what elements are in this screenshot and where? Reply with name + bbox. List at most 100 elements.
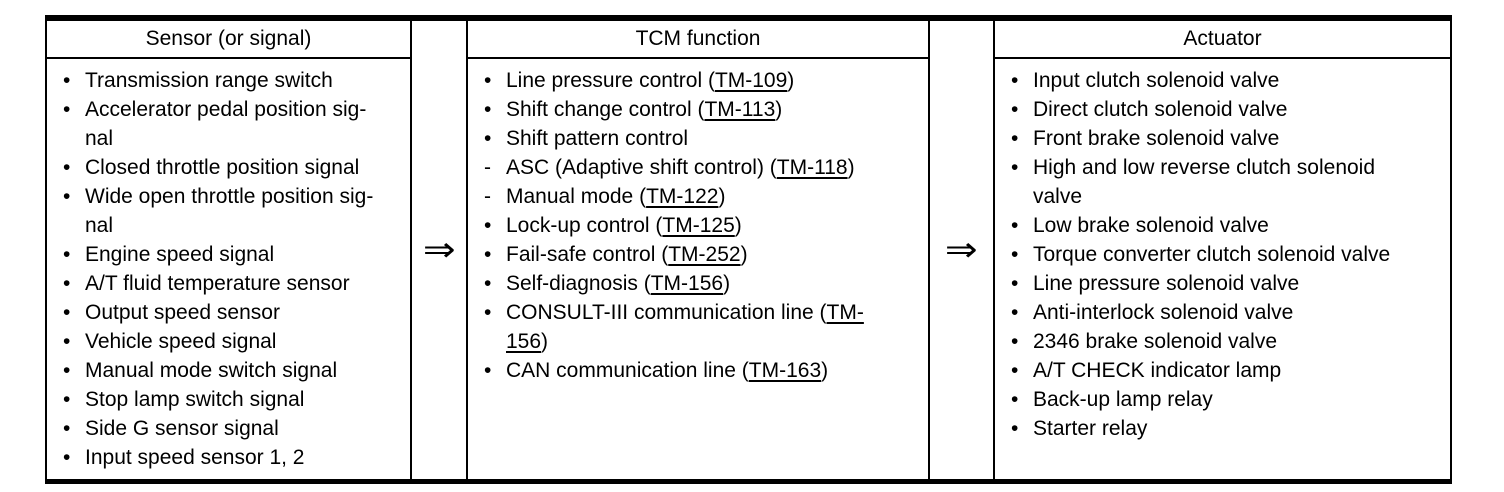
list-item: •Front brake solenoid valve: [1011, 124, 1446, 153]
list-item: •Fail-safe control (TM-252): [484, 240, 924, 269]
list-item: •Manual mode switch signal: [63, 356, 406, 385]
item-text: ASC (Adaptive shift control) (TM-118): [506, 153, 924, 182]
bullet-icon: •: [1011, 243, 1019, 266]
actuator-column-header: Actuator: [995, 21, 1450, 59]
bullet-icon: •: [1011, 98, 1019, 121]
list-item: • A/T CHECK indicator lamp: [1011, 356, 1446, 385]
list-item: •Line pressure control (TM-109): [484, 66, 924, 95]
item-text: A/T fluid temperature sensor: [85, 269, 406, 298]
item-text: 2346 brake solenoid valve: [1033, 327, 1446, 356]
item-text: High and low reverse clutch solenoid val…: [1033, 153, 1446, 211]
flow-arrow-cell-1: ⇒: [412, 21, 466, 479]
item-text: Wide open throttle position sig- nal: [85, 182, 406, 240]
item-text: Output speed sensor: [85, 298, 406, 327]
tm-page-link[interactable]: TM-113: [704, 98, 776, 121]
text-segment: Lock-up control (: [506, 214, 663, 237]
text-segment: Front brake solenoid valve: [1033, 127, 1280, 150]
text-segment: Low brake solenoid valve: [1033, 214, 1269, 237]
text-segment: Fail-safe control (: [506, 243, 669, 266]
text-segment: Line pressure control (: [506, 69, 715, 92]
item-text: Fail-safe control (TM-252): [506, 240, 924, 269]
text-segment: ): [723, 272, 731, 295]
list-item: • CAN communication line (TM-163): [484, 356, 924, 385]
bullet-icon: •: [484, 359, 492, 382]
flow-arrow-cell-2: ⇒: [930, 21, 993, 479]
list-item: •Self-diagnosis (TM-156): [484, 269, 924, 298]
text-segment: Direct clutch solenoid valve: [1033, 98, 1288, 121]
tm-page-link[interactable]: TM-163: [748, 359, 822, 382]
bullet-icon: •: [1011, 359, 1019, 382]
list-item: •Side G sensor signal: [63, 414, 406, 443]
item-text: Direct clutch solenoid valve: [1033, 95, 1446, 124]
item-text: Back-up lamp relay: [1033, 385, 1446, 414]
tcm-function-column: TCM function •Line pressure control (TM-…: [466, 21, 930, 479]
item-text: Transmission range switch: [85, 66, 406, 95]
tm-page-link[interactable]: TM-252: [668, 243, 741, 266]
sensor-column-header: Sensor (or signal): [47, 21, 410, 59]
bullet-icon: •: [1011, 214, 1019, 237]
text-segment: Engine speed signal: [85, 243, 275, 266]
bullet-icon: •: [1011, 388, 1019, 411]
item-text: Line pressure control (TM-109): [506, 66, 924, 95]
tm-page-link[interactable]: TM-156: [650, 272, 724, 295]
text-segment: Shift change control (: [506, 98, 705, 121]
text-segment: ): [541, 330, 549, 353]
list-item: •CONSULT-III communication line (TM- 156…: [484, 298, 924, 356]
text-segment: Shift pattern control: [506, 127, 689, 150]
tcm-function-list: •Line pressure control (TM-109)•Shift ch…: [468, 59, 928, 479]
list-item: •Engine speed signal: [63, 240, 406, 269]
bullet-icon: •: [484, 272, 492, 295]
item-text: Anti-interlock solenoid valve: [1033, 298, 1446, 327]
bullet-icon: •: [1011, 272, 1019, 295]
tm-page-link[interactable]: TM-125: [662, 214, 735, 237]
actuator-list: •Input clutch solenoid valve•Direct clut…: [995, 59, 1450, 479]
sensor-column: Sensor (or signal) • Transmission range s…: [45, 21, 412, 479]
text-segment: ): [734, 214, 742, 237]
text-segment: 2346 brake solenoid valve: [1033, 330, 1278, 353]
text-segment: Anti-interlock solenoid valve: [1033, 301, 1294, 324]
list-item: -Manual mode (TM-122): [484, 182, 924, 211]
list-item: • Back-up lamp relay: [1011, 385, 1446, 414]
text-segment: Input speed sensor 1, 2: [85, 446, 305, 469]
list-item: • Stop lamp switch signal: [63, 385, 406, 414]
item-text: Front brake solenoid valve: [1033, 124, 1446, 153]
dash-bullet-icon: -: [484, 156, 491, 179]
bullet-icon: •: [1011, 69, 1019, 92]
text-segment: Transmission range switch: [85, 69, 333, 92]
bullet-icon: •: [63, 272, 71, 295]
list-item: •Torque converter clutch solenoid valve: [1011, 240, 1446, 269]
bullet-icon: •: [63, 69, 71, 92]
bullet-icon: •: [63, 446, 71, 469]
list-item: •Shift pattern control: [484, 124, 924, 153]
list-item: • A/T fluid temperature sensor: [63, 269, 406, 298]
item-text: Stop lamp switch signal: [85, 385, 406, 414]
tm-page-link[interactable]: TM-122: [646, 185, 719, 208]
text-segment: A/T CHECK indicator lamp: [1033, 359, 1282, 382]
actuator-column: Actuator •Input clutch solenoid valve•Di…: [993, 21, 1452, 479]
text-segment: High and low reverse clutch solenoid val…: [1033, 156, 1376, 208]
tm-page-link[interactable]: TM-118: [776, 156, 848, 179]
tm-page-link[interactable]: TM- 156: [506, 301, 864, 353]
dash-bullet-icon: -: [484, 185, 491, 208]
list-item: •Lock-up control (TM-125): [484, 211, 924, 240]
list-item: •Input clutch solenoid valve: [1011, 66, 1446, 95]
tm-page-link[interactable]: TM-109: [714, 69, 788, 92]
bullet-icon: •: [63, 417, 71, 440]
list-item: •High and low reverse clutch solenoid va…: [1011, 153, 1446, 211]
item-text: Starter relay: [1033, 414, 1446, 443]
text-segment: Wide open throttle position sig- nal: [85, 185, 374, 237]
bullet-icon: •: [63, 388, 71, 411]
list-item: •2346 brake solenoid valve: [1011, 327, 1446, 356]
item-text: CONSULT-III communication line (TM- 156): [506, 298, 924, 356]
item-text: Shift change control (TM-113): [506, 95, 924, 124]
list-item: •Vehicle speed signal: [63, 327, 406, 356]
item-text: Shift pattern control: [506, 124, 924, 153]
bullet-icon: •: [63, 156, 71, 179]
list-item: • Direct clutch solenoid valve: [1011, 95, 1446, 124]
item-text: CAN communication line (TM-163): [506, 356, 924, 385]
text-segment: Vehicle speed signal: [85, 330, 277, 353]
list-item: • Transmission range switch: [63, 66, 406, 95]
item-text: Closed throttle position signal: [85, 153, 406, 182]
item-text: Manual mode switch signal: [85, 356, 406, 385]
